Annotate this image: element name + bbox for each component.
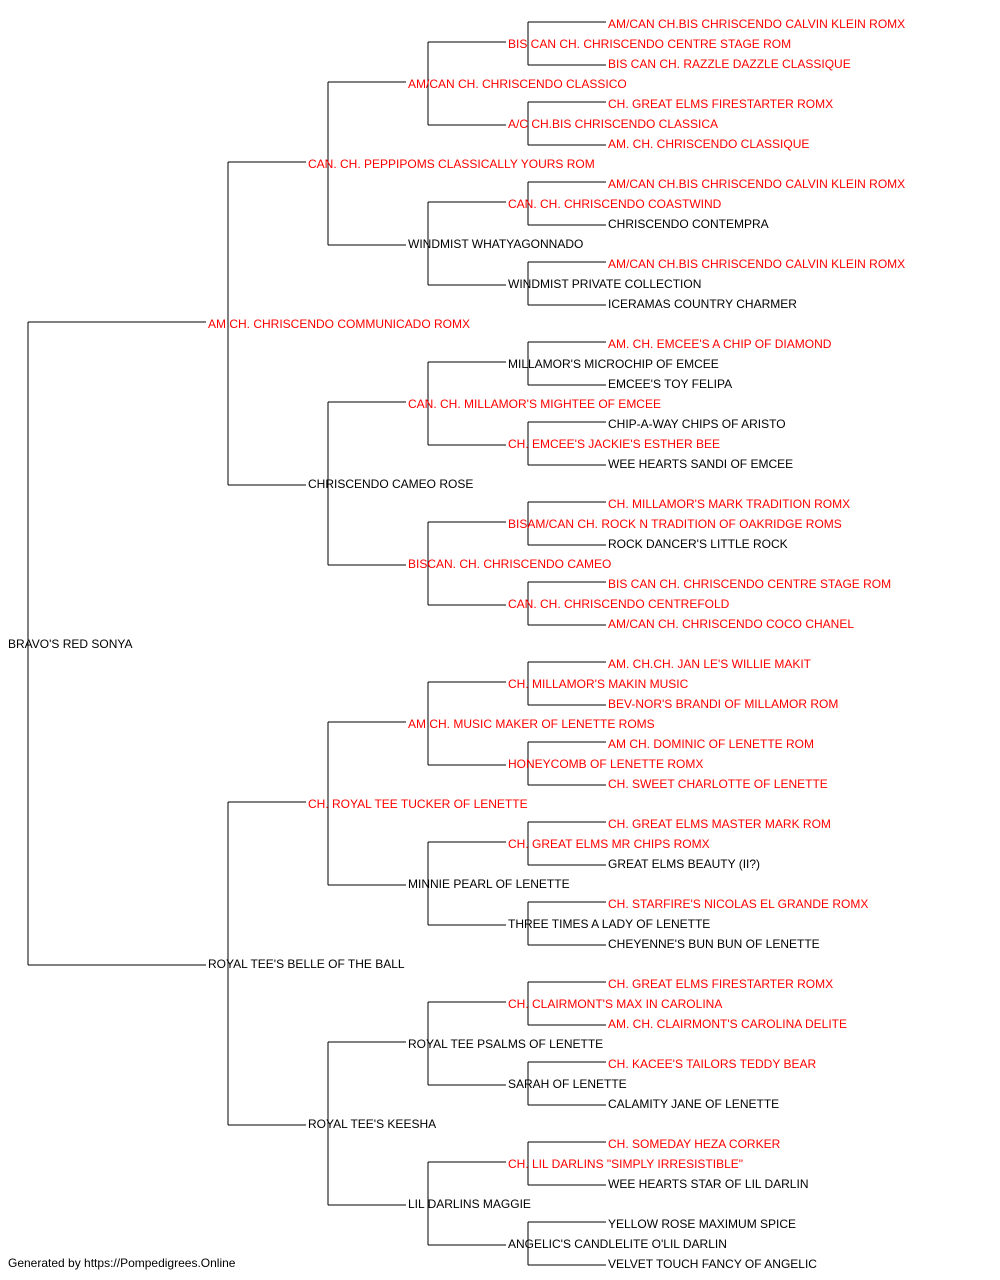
ancestor-name[interactable]: AM/CAN CH.BIS CHRISCENDO CALVIN KLEIN RO… <box>608 17 905 31</box>
ancestor-name[interactable]: CH. GREAT ELMS FIRESTARTER ROMX <box>608 977 833 991</box>
ancestor-name[interactable]: CH. EMCEE'S JACKIE'S ESTHER BEE <box>508 437 720 451</box>
ancestor-name[interactable]: CAN. CH. MILLAMOR'S MIGHTEE OF EMCEE <box>408 397 661 411</box>
ancestor-name[interactable]: WINDMIST PRIVATE COLLECTION <box>508 277 701 291</box>
ancestor-name[interactable]: BEV-NOR'S BRANDI OF MILLAMOR ROM <box>608 697 838 711</box>
ancestor-name[interactable]: ROYAL TEE'S BELLE OF THE BALL <box>208 957 405 971</box>
ancestor-name[interactable]: CHRISCENDO CAMEO ROSE <box>308 477 473 491</box>
ancestor-name[interactable]: CH. MILLAMOR'S MARK TRADITION ROMX <box>608 497 850 511</box>
ancestor-name[interactable]: HONEYCOMB OF LENETTE ROMX <box>508 757 703 771</box>
ancestor-name[interactable]: AM. CH. EMCEE'S A CHIP OF DIAMOND <box>608 337 832 351</box>
ancestor-name[interactable]: AM CH. CHRISCENDO COMMUNICADO ROMX <box>208 317 470 331</box>
ancestor-name[interactable]: AM/CAN CH.BIS CHRISCENDO CALVIN KLEIN RO… <box>608 177 905 191</box>
ancestor-name[interactable]: ROYAL TEE PSALMS OF LENETTE <box>408 1037 603 1051</box>
ancestor-name[interactable]: AM/CAN CH.BIS CHRISCENDO CALVIN KLEIN RO… <box>608 257 905 271</box>
ancestor-name[interactable]: ICERAMAS COUNTRY CHARMER <box>608 297 797 311</box>
ancestor-name[interactable]: CH. MILLAMOR'S MAKIN MUSIC <box>508 677 689 691</box>
ancestor-name[interactable]: YELLOW ROSE MAXIMUM SPICE <box>608 1217 796 1231</box>
generated-by-footer: Generated by https://Pompedigrees.Online <box>8 1256 236 1270</box>
ancestor-name[interactable]: CH. CLAIRMONT'S MAX IN CAROLINA <box>508 997 722 1011</box>
ancestor-name[interactable]: BISCAN. CH. CHRISCENDO CAMEO <box>408 557 611 571</box>
ancestor-name[interactable]: MINNIE PEARL OF LENETTE <box>408 877 570 891</box>
ancestor-name[interactable]: EMCEE'S TOY FELIPA <box>608 377 732 391</box>
ancestor-name[interactable]: LIL DARLINS MAGGIE <box>408 1197 531 1211</box>
ancestor-name[interactable]: ROCK DANCER'S LITTLE ROCK <box>608 537 788 551</box>
ancestor-name[interactable]: CH. GREAT ELMS MR CHIPS ROMX <box>508 837 710 851</box>
ancestor-name[interactable]: AM. CH. CHRISCENDO CLASSIQUE <box>608 137 809 151</box>
subject-dog-name[interactable]: BRAVO'S RED SONYA <box>8 637 133 651</box>
ancestor-name[interactable]: MILLAMOR'S MICROCHIP OF EMCEE <box>508 357 719 371</box>
ancestor-name[interactable]: BIS CAN CH. CHRISCENDO CENTRE STAGE ROM <box>508 37 791 51</box>
ancestor-name[interactable]: AM CH. MUSIC MAKER OF LENETTE ROMS <box>408 717 655 731</box>
ancestor-name[interactable]: AM. CH.CH. JAN LE'S WILLIE MAKIT <box>608 657 812 671</box>
ancestor-name[interactable]: CH. KACEE'S TAILORS TEDDY BEAR <box>608 1057 816 1071</box>
ancestor-name[interactable]: CHRISCENDO CONTEMPRA <box>608 217 769 231</box>
ancestor-name[interactable]: CH. GREAT ELMS FIRESTARTER ROMX <box>608 97 833 111</box>
ancestor-name[interactable]: BISAM/CAN CH. ROCK N TRADITION OF OAKRID… <box>508 517 842 531</box>
ancestor-name[interactable]: CH. GREAT ELMS MASTER MARK ROM <box>608 817 831 831</box>
ancestor-name[interactable]: WINDMIST WHATYAGONNADO <box>408 237 583 251</box>
ancestor-name[interactable]: THREE TIMES A LADY OF LENETTE <box>508 917 710 931</box>
ancestor-name[interactable]: CH. SWEET CHARLOTTE OF LENETTE <box>608 777 828 791</box>
ancestor-name[interactable]: AM. CH. CLAIRMONT'S CAROLINA DELITE <box>608 1017 847 1031</box>
ancestor-name[interactable]: WEE HEARTS SANDI OF EMCEE <box>608 457 793 471</box>
ancestor-name[interactable]: CH. SOMEDAY HEZA CORKER <box>608 1137 781 1151</box>
ancestor-name[interactable]: CH. STARFIRE'S NICOLAS EL GRANDE ROMX <box>608 897 868 911</box>
ancestor-name[interactable]: ROYAL TEE'S KEESHA <box>308 1117 436 1131</box>
ancestor-name[interactable]: CH. LIL DARLINS "SIMPLY IRRESISTIBLE" <box>508 1157 743 1171</box>
ancestor-name[interactable]: AM/CAN CH. CHRISCENDO COCO CHANEL <box>608 617 854 631</box>
ancestor-name[interactable]: ANGELIC'S CANDLELITE O'LIL DARLIN <box>508 1237 727 1251</box>
ancestor-name[interactable]: CHIP-A-WAY CHIPS OF ARISTO <box>608 417 786 431</box>
ancestor-name[interactable]: BIS CAN CH. RAZZLE DAZZLE CLASSIQUE <box>608 57 851 71</box>
ancestor-name[interactable]: CAN. CH. CHRISCENDO CENTREFOLD <box>508 597 730 611</box>
ancestor-name[interactable]: CH. ROYAL TEE TUCKER OF LENETTE <box>308 797 528 811</box>
ancestor-name[interactable]: VELVET TOUCH FANCY OF ANGELIC <box>608 1257 817 1271</box>
ancestor-name[interactable]: A/C CH.BIS CHRISCENDO CLASSICA <box>508 117 718 131</box>
ancestor-name[interactable]: CHEYENNE'S BUN BUN OF LENETTE <box>608 937 820 951</box>
ancestor-name[interactable]: CAN. CH. PEPPIPOMS CLASSICALLY YOURS ROM <box>308 157 595 171</box>
ancestor-name[interactable]: AM/CAN CH. CHRISCENDO CLASSICO <box>408 77 627 91</box>
ancestor-name[interactable]: WEE HEARTS STAR OF LIL DARLIN <box>608 1177 808 1191</box>
ancestor-name[interactable]: SARAH OF LENETTE <box>508 1077 627 1091</box>
ancestor-name[interactable]: BIS CAN CH. CHRISCENDO CENTRE STAGE ROM <box>608 577 891 591</box>
ancestor-name[interactable]: AM CH. DOMINIC OF LENETTE ROM <box>608 737 814 751</box>
ancestor-name[interactable]: GREAT ELMS BEAUTY (II?) <box>608 857 760 871</box>
ancestor-name[interactable]: CAN. CH. CHRISCENDO COASTWIND <box>508 197 722 211</box>
ancestor-name[interactable]: CALAMITY JANE OF LENETTE <box>608 1097 779 1111</box>
